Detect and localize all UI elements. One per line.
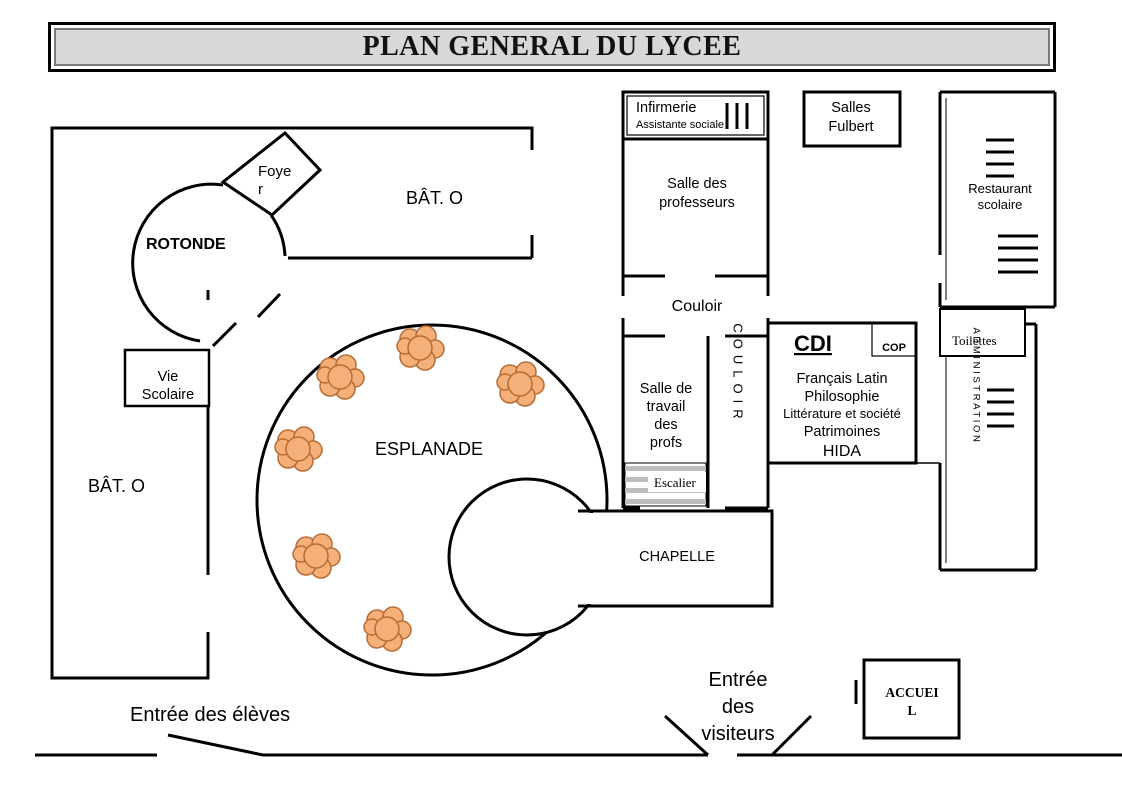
label-entree-eleves: Entrée des élèves: [130, 704, 290, 726]
label-esplanade: ESPLANADE: [375, 439, 483, 459]
entrances: [35, 714, 1122, 757]
tree: [316, 354, 365, 400]
label-toilettes: Toilettes: [952, 333, 997, 348]
tree: [274, 426, 323, 472]
accueil: [854, 658, 961, 740]
esplanade-circle: [255, 323, 609, 677]
label-couloir-vertical: COULOIR: [731, 323, 746, 424]
rotonde: [131, 182, 287, 348]
cdi: [766, 321, 940, 465]
vie-scolaire: [123, 348, 211, 408]
tree: [496, 361, 545, 407]
foyer: [220, 130, 323, 217]
infirmerie: [621, 90, 770, 141]
label-administration: ADMINISTRATION: [971, 328, 982, 445]
chapelle: [447, 477, 774, 637]
salles-fulbert: [802, 90, 902, 148]
label-bat-o-left: BÂT. O: [88, 476, 145, 496]
escalier: [624, 462, 707, 507]
administration: [938, 322, 1038, 572]
tree: [292, 533, 341, 579]
label-assistante-sociale: Assistante sociale: [636, 119, 724, 131]
label-cdi: CDI: [794, 331, 832, 356]
tree: [396, 325, 445, 371]
label-bat-o-top: BÂT. O: [406, 188, 463, 208]
title-banner: PLAN GENERAL DU LYCEE: [48, 22, 1056, 72]
toilettes: [939, 308, 1026, 357]
page-title: PLAN GENERAL DU LYCEE: [362, 31, 742, 62]
label-escalier: Escalier: [654, 475, 697, 490]
label-cop: COP: [882, 342, 906, 354]
label-couloir-horizontal: Couloir: [672, 298, 723, 315]
label-rotonde: ROTONDE: [146, 236, 226, 253]
label-infirmerie: Infirmerie: [636, 100, 696, 116]
tree: [363, 606, 412, 652]
restaurant-scolaire: [938, 90, 1057, 309]
label-chapelle: CHAPELLE: [639, 549, 715, 565]
